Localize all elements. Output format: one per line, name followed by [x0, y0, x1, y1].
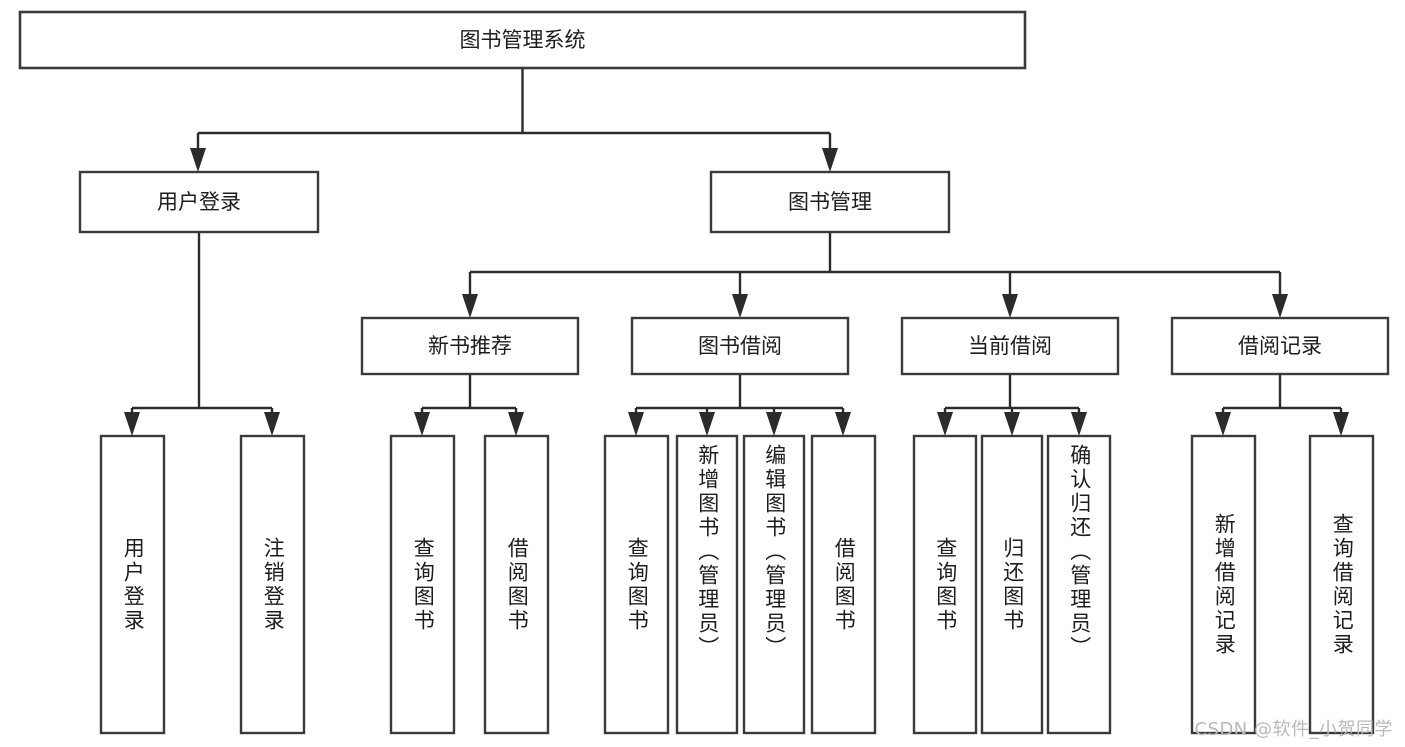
arrowhead-borrow-record-leaf-1 — [1333, 412, 1349, 436]
node-box-root[interactable] — [18, 10, 1027, 70]
node-box-leaf-current-borrow-0[interactable] — [912, 434, 978, 735]
node-layer: 图书管理系统 用户登录 图书管理 新书推荐 图书借阅 当前借阅 借阅记录 — [18, 10, 1390, 735]
node-box-leaf-borrow-record-1[interactable] — [1308, 434, 1375, 735]
arrowhead-borrow-record — [1272, 294, 1288, 318]
node-label-new-book-rec: 新书推荐 — [428, 334, 512, 358]
arrowhead-book-manage — [822, 148, 838, 172]
node-box-user-login[interactable] — [78, 170, 320, 234]
arrowhead-borrow-record-leaf-0 — [1215, 412, 1231, 436]
arrowhead-new-book-rec-leaf-1 — [508, 412, 524, 436]
node-box-new-book-rec[interactable] — [360, 316, 580, 376]
node-label-user-login: 用户登录 — [157, 190, 241, 214]
node-box-leaf-book-borrow-0[interactable] — [603, 434, 670, 735]
node-label-current-borrow: 当前借阅 — [968, 334, 1052, 358]
node-label-borrow-record: 借阅记录 — [1238, 334, 1322, 358]
arrowhead-book-borrow-leaf-1 — [699, 412, 715, 436]
node-box-leaf-book-borrow-1[interactable] — [675, 434, 739, 735]
node-box-leaf-user-login-1[interactable] — [239, 434, 306, 735]
node-label-book-manage: 图书管理 — [788, 190, 872, 214]
arrowhead-current-borrow — [1002, 294, 1018, 318]
arrowhead-new-book-rec-leaf-0 — [414, 412, 430, 436]
arrowhead-book-borrow-leaf-2 — [766, 412, 782, 436]
arrowhead-current-borrow-leaf-1 — [1004, 412, 1020, 436]
node-label-root: 图书管理系统 — [460, 28, 586, 52]
arrowhead-book-borrow-leaf-3 — [835, 412, 851, 436]
node-box-leaf-current-borrow-1[interactable] — [980, 434, 1044, 735]
arrowhead-book-borrow-leaf-0 — [628, 412, 644, 436]
arrowhead-user-login-leaf-0 — [124, 412, 140, 436]
arrowhead-user-login-leaf-1 — [264, 412, 280, 436]
node-box-leaf-book-borrow-2[interactable] — [742, 434, 806, 735]
arrowhead-new-book-rec — [462, 294, 478, 318]
node-box-current-borrow[interactable] — [900, 316, 1120, 376]
node-box-book-manage[interactable] — [709, 170, 951, 234]
arrowhead-user-login — [190, 148, 206, 172]
node-box-leaf-user-login-0[interactable] — [99, 434, 166, 735]
node-box-leaf-new-book-rec-1[interactable] — [483, 434, 550, 735]
node-box-leaf-borrow-record-0[interactable] — [1190, 434, 1257, 735]
node-box-book-borrow[interactable] — [630, 316, 850, 376]
arrowhead-current-borrow-leaf-2 — [1071, 412, 1087, 436]
arrowhead-book-borrow — [732, 294, 748, 318]
node-box-leaf-current-borrow-2[interactable] — [1046, 434, 1112, 735]
node-box-leaf-new-book-rec-0[interactable] — [389, 434, 456, 735]
node-box-leaf-book-borrow-3[interactable] — [810, 434, 877, 735]
node-box-borrow-record[interactable] — [1170, 316, 1390, 376]
node-label-book-borrow: 图书借阅 — [698, 334, 782, 358]
arrowhead-current-borrow-leaf-0 — [937, 412, 953, 436]
edge-layer — [124, 68, 1349, 436]
csdn-watermark: CSDN @软件_小贺同学 — [1194, 719, 1393, 740]
